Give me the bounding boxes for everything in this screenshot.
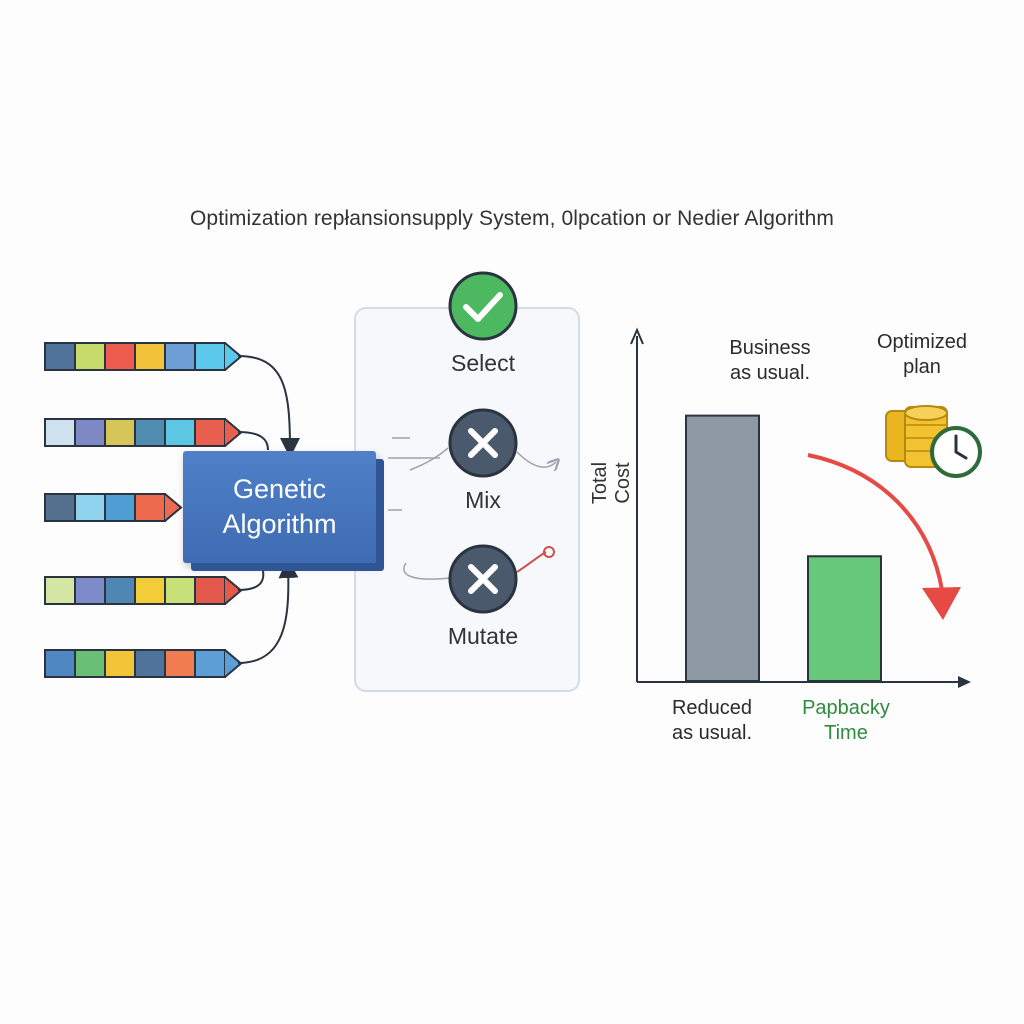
gene [164,576,196,605]
chromosome-connectors [237,355,300,664]
gene [164,649,196,678]
page-title: Optimization repłansionsupply System, 0l… [189,207,834,230]
y-axis-arrow [630,327,644,345]
chromosome-2 [44,418,243,447]
gene [104,649,136,678]
flow-mix-in [409,447,449,471]
x-label-right: Papbacky Time [802,697,890,744]
mutate-red-arrow-head [543,546,555,558]
chromosome-1 [44,342,243,371]
gene [74,342,106,371]
gene [44,576,76,605]
gene [104,342,136,371]
chromosome-3 [44,493,183,522]
gene [134,342,166,371]
connector-5 [237,558,299,664]
gene [134,493,166,522]
cost-chart [630,327,971,688]
mutate-red-arrow [516,551,547,573]
ga-label-line2: Algorithm [222,509,337,539]
connector-4 [237,565,265,591]
mutate-cross-mark [468,564,498,594]
reduction-arrow-head [922,587,961,620]
gene [134,649,166,678]
flow-mutate-in [403,562,451,580]
check-icon [448,271,518,341]
gene [194,576,226,605]
x-label-left: Reduced as usual. [671,697,753,744]
mutate-icon-group [448,544,518,614]
mix-icon-group [448,408,518,478]
reduction-arrow [807,453,944,591]
mutate-label: Mutate [447,623,519,649]
mix-label: Mix [465,487,501,513]
gene [74,649,106,678]
gene [104,418,136,447]
gene [74,493,106,522]
bar-business-as-usual [685,414,760,682]
bau-annotation: Business as usual. [729,337,811,384]
mix-cross-mark [468,428,498,458]
chromosome-5 [44,649,243,678]
y-axis-label: Total Cost [589,461,634,505]
chromosome-tip [164,493,183,522]
gene [194,418,226,447]
connector-1 [237,355,300,458]
connector-2 [237,431,269,451]
flow-mix-out [516,451,556,467]
coins-clock-icon [885,405,982,478]
gene [194,649,226,678]
gene [74,418,106,447]
bar-optimized [807,555,882,682]
gene [44,342,76,371]
coin-top [904,405,948,421]
clock-hands [954,434,968,460]
flow-lines [388,437,556,580]
gene [74,576,106,605]
gene [134,576,166,605]
select-label: Select [451,350,515,376]
ga-label-line1: Genetic [232,474,327,504]
x-axis-arrow [958,676,971,688]
chromosome-4 [44,576,243,605]
optimized-annotation: Optimized plan [876,331,968,378]
gene [164,342,196,371]
genetic-algorithm-box: Genetic Algorithm [183,451,376,563]
gene [44,493,76,522]
select-icon-group [448,271,518,341]
check-mark [463,292,503,322]
gene [44,418,76,447]
gene [104,493,136,522]
gene [164,418,196,447]
gene [194,342,226,371]
gene [134,418,166,447]
gene [104,576,136,605]
gene [44,649,76,678]
chromosome-population [44,342,243,678]
